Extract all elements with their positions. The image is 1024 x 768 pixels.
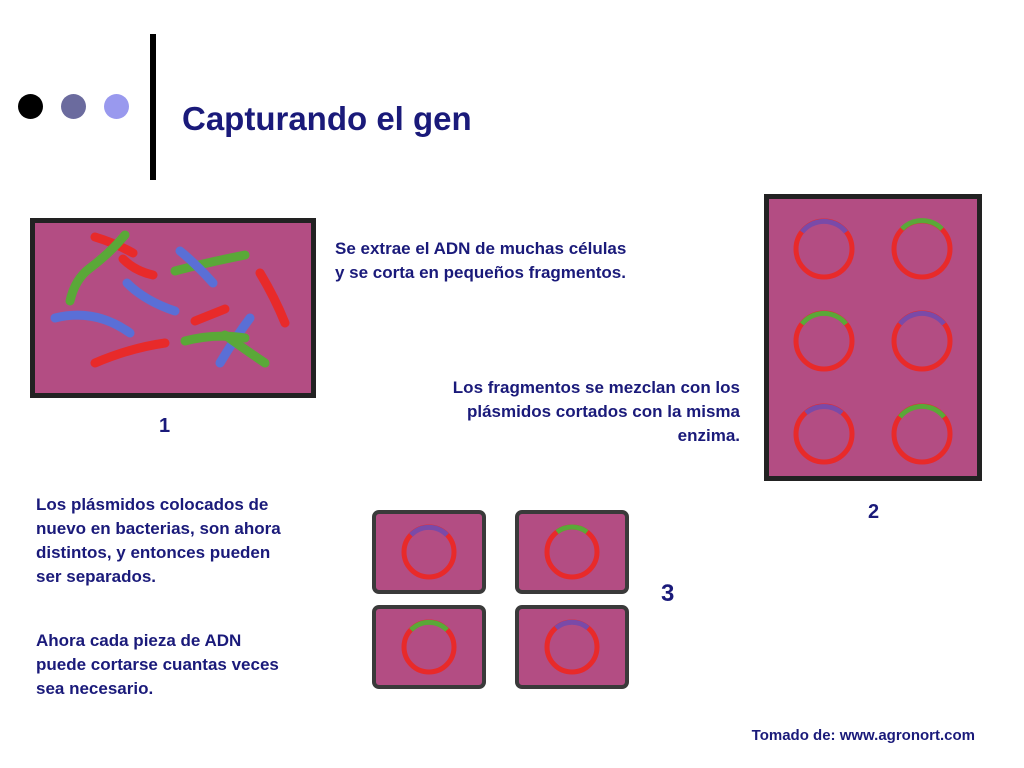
step-label-2: 2	[868, 501, 880, 523]
slide-title: Capturando el gen	[182, 100, 472, 137]
plasmid	[401, 524, 457, 580]
bacteria-plate	[372, 605, 486, 689]
header-dot-1	[18, 94, 43, 119]
step-label-1: 1	[159, 415, 171, 437]
plasmid	[793, 310, 855, 372]
header-dot-3	[104, 94, 129, 119]
caption-step-2: Los fragmentos se mezclan con los plásmi…	[453, 376, 740, 448]
caption-line: plásmidos cortados con la misma	[466, 402, 740, 421]
caption-line: sea necesario.	[36, 679, 154, 698]
caption-step-3a: Los plásmidos colocados de nuevo en bact…	[36, 493, 281, 589]
caption-line: ser separados.	[36, 567, 157, 586]
dna-fragment	[220, 330, 270, 368]
bacteria-plate	[515, 510, 629, 594]
step-label-3: 3	[661, 580, 675, 607]
caption-line: puede cortarse cuantas veces	[36, 655, 279, 674]
dna-fragment	[180, 331, 250, 346]
dna-fragments-illustration	[50, 230, 290, 368]
caption-line: distintos, y entonces pueden	[36, 543, 271, 562]
caption-line: Los plásmidos colocados de	[36, 495, 269, 514]
caption-line: enzima.	[677, 426, 740, 445]
caption-line: y se corta en pequeños fragmentos.	[335, 263, 626, 282]
caption-step-1: Se extrae el ADN de muchas células y se …	[335, 237, 626, 285]
dna-fragment	[190, 304, 230, 326]
dna-fragment	[118, 254, 158, 280]
plasmid	[891, 403, 953, 465]
caption-line: Ahora cada pieza de ADN	[36, 631, 242, 650]
dna-fragment	[90, 338, 170, 368]
header-dot-2	[61, 94, 86, 119]
dna-fragment	[170, 250, 250, 276]
dna-fragments-panel	[30, 218, 316, 398]
caption-line: Se extrae el ADN de muchas células	[335, 239, 627, 258]
dna-fragment	[122, 278, 180, 316]
plasmids-illustration	[793, 218, 953, 465]
dna-fragment	[50, 310, 135, 338]
caption-step-3b: Ahora cada pieza de ADN puede cortarse c…	[36, 629, 279, 701]
bacteria-plate	[372, 510, 486, 594]
plasmids-panel	[764, 194, 982, 481]
plasmid	[401, 619, 457, 675]
plasmid	[544, 524, 600, 580]
plasmid	[891, 218, 953, 280]
caption-line: nuevo en bacterias, son ahora	[36, 519, 281, 538]
plasmid	[793, 218, 855, 280]
dna-fragment	[65, 230, 130, 306]
plasmid	[544, 619, 600, 675]
bacteria-plate	[515, 605, 629, 689]
dna-fragment	[255, 268, 290, 328]
plasmid	[793, 403, 855, 465]
plasmid	[891, 310, 953, 372]
source-credit: Tomado de: www.agronort.com	[751, 727, 975, 744]
caption-line: Los fragmentos se mezclan con los	[452, 378, 740, 397]
dna-fragment	[175, 246, 218, 288]
header-divider	[150, 34, 156, 180]
